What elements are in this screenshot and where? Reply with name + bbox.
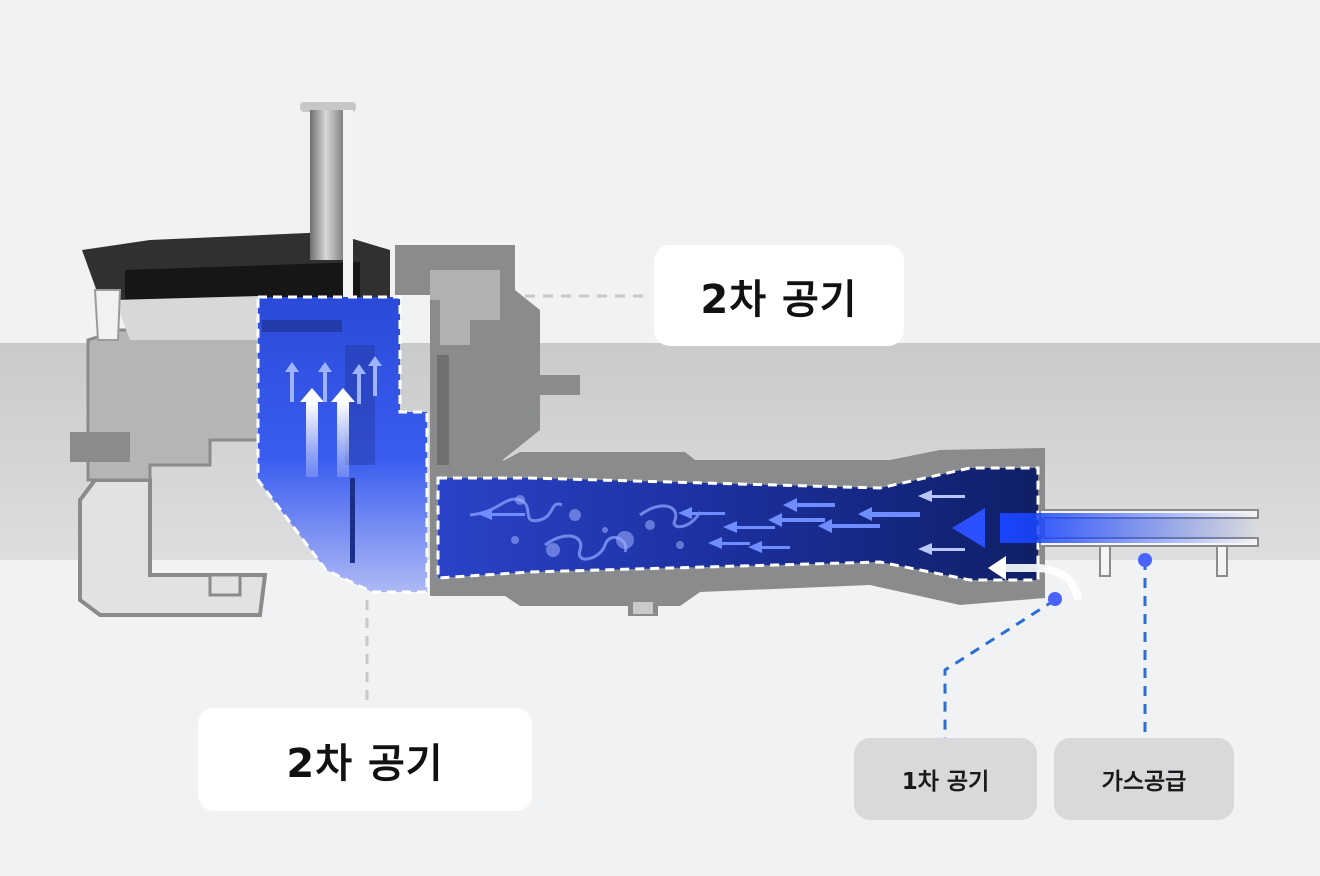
mixing-tube: [436, 466, 1040, 582]
callout-lines: [365, 294, 1152, 738]
gas-supply-marker: [1138, 553, 1152, 567]
gas-supply-label: 가스공급: [1054, 738, 1234, 820]
flow-arrow-icon: [478, 490, 965, 555]
gas-pipe: [952, 508, 1259, 577]
electrode-pin: [300, 102, 356, 310]
secondary-air-label-bottom: 2차 공기: [198, 708, 532, 811]
bubble-icon: [511, 495, 684, 557]
burner-housing: [70, 245, 580, 617]
primary-air-arrow-icon: [988, 556, 1082, 601]
secondary-air-label-top: 2차 공기: [654, 245, 904, 346]
primary-air-marker: [1048, 592, 1062, 606]
primary-air-label: 1차 공기: [854, 738, 1037, 820]
flow-arrow-icon: [285, 356, 382, 477]
